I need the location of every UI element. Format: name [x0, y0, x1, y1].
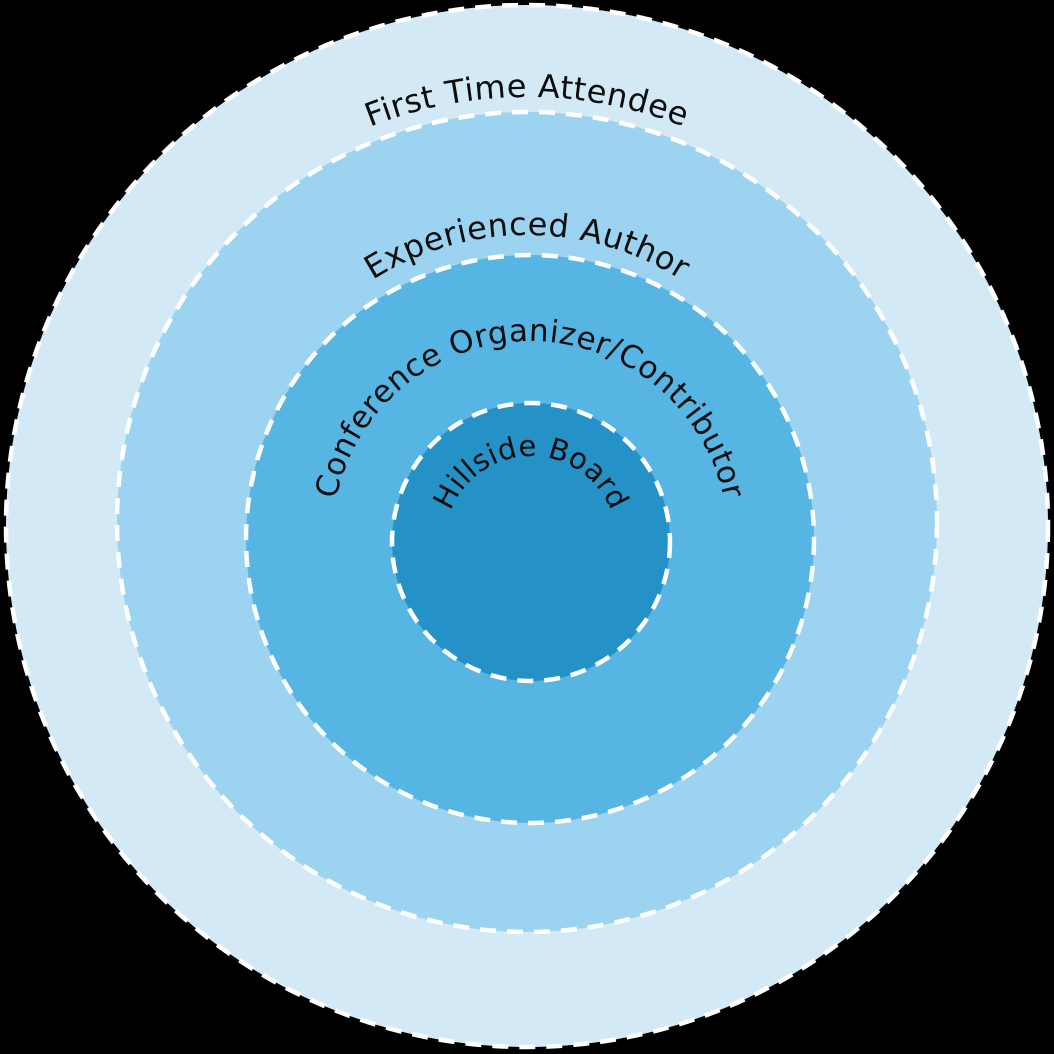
ring-circle-hillside-board: [389, 400, 673, 684]
